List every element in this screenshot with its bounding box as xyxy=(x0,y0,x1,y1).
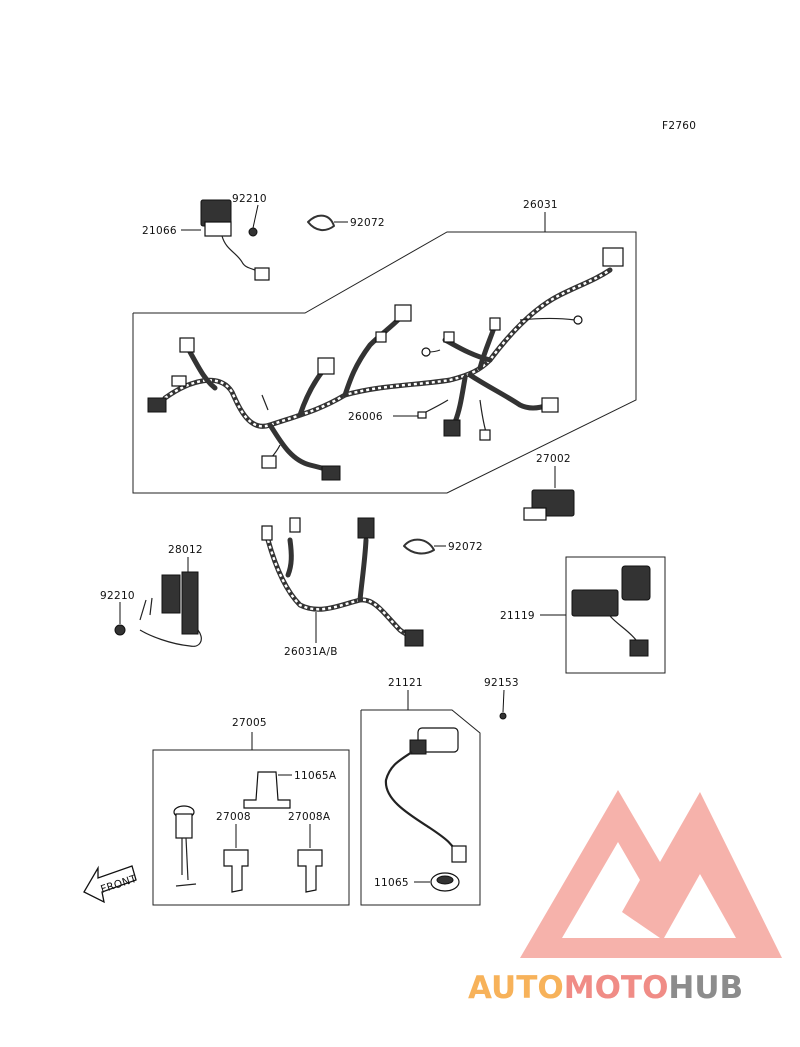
part-92072-clamp-top xyxy=(307,214,335,232)
label-28012: 28012 xyxy=(168,544,203,556)
part-92072-clamp-mid xyxy=(403,538,435,555)
automotohub-logo: M xyxy=(520,790,782,958)
part-28012-unit xyxy=(139,571,202,647)
label-26031ab: 26031A/B xyxy=(284,646,338,658)
label-27008a: 27008A xyxy=(288,811,331,823)
label-21119: 21119 xyxy=(500,610,535,622)
label-92072-top: 92072 xyxy=(350,217,385,229)
label-21066: 21066 xyxy=(142,225,177,237)
label-26006: 26006 xyxy=(348,411,383,423)
label-27005: 27005 xyxy=(232,717,267,729)
part-21119-igniter xyxy=(571,565,651,657)
part-11065-cap xyxy=(430,872,460,892)
label-27008: 27008 xyxy=(216,811,251,823)
label-27002: 27002 xyxy=(536,453,571,465)
label-92153: 92153 xyxy=(484,677,519,689)
watermark-text: AUTOMOTOHUB xyxy=(468,970,743,1006)
screw-icon xyxy=(499,712,507,720)
part-21121-ignition-coil xyxy=(384,727,467,863)
part-21066-relay xyxy=(200,199,270,281)
part-11065a-cover xyxy=(243,771,291,809)
label-11065: 11065 xyxy=(374,877,409,889)
figure-code: F2760 xyxy=(662,120,696,132)
part-ignition-switch xyxy=(173,805,197,887)
part-27008a-key xyxy=(297,849,323,893)
watermark-auto: AUTO xyxy=(468,970,564,1006)
label-26031: 26031 xyxy=(523,199,558,211)
nut-icon xyxy=(248,227,258,237)
main-wiring-harness xyxy=(147,247,624,481)
front-arrow-icon: FRONT xyxy=(83,865,139,904)
part-27008-key xyxy=(223,849,249,893)
part-27002-connector xyxy=(523,489,575,521)
label-92072-mid: 92072 xyxy=(448,541,483,553)
label-21121: 21121 xyxy=(388,677,423,689)
label-92210-left: 92210 xyxy=(100,590,135,602)
box-21121 xyxy=(360,709,481,906)
harness-box xyxy=(132,231,637,494)
label-11065a: 11065A xyxy=(294,770,337,782)
label-92210-top: 92210 xyxy=(232,193,267,205)
sub-wiring-harness xyxy=(261,517,424,647)
box-27005 xyxy=(152,749,350,906)
watermark-hub: HUB xyxy=(668,970,743,1006)
nut-icon xyxy=(114,624,126,636)
watermark-moto: MOTO xyxy=(564,970,669,1006)
